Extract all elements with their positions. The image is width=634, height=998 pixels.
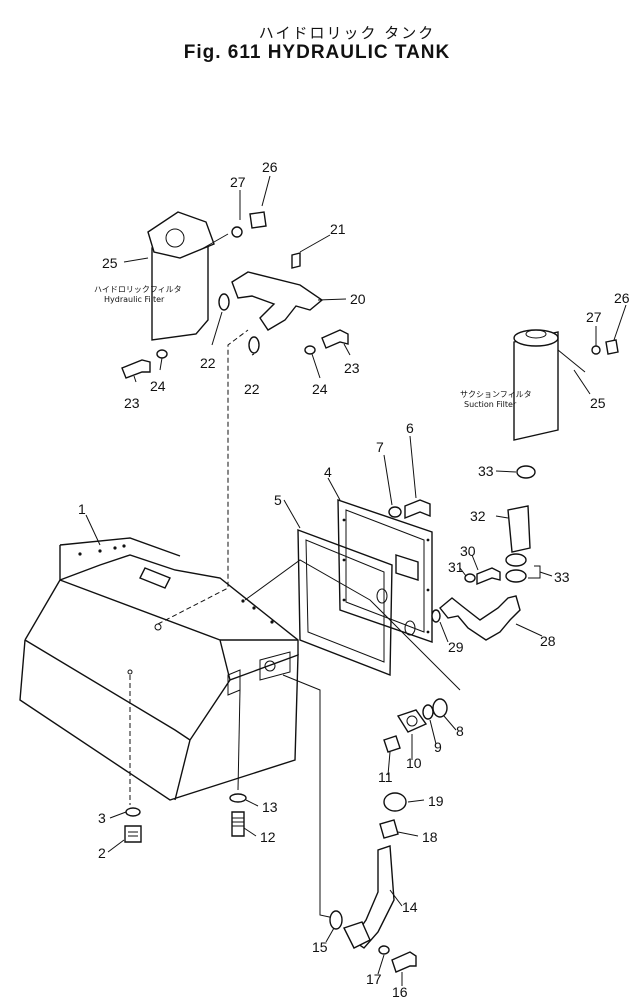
title-japanese: ハイドロリック タンク [258,24,436,42]
bolt-6 [404,499,431,520]
part-number-33a: 33 [478,463,494,479]
part-number-3: 3 [98,810,106,826]
part-number-4: 4 [324,464,332,480]
part-number-5: 5 [274,492,282,508]
part-number-27a: 27 [230,174,246,190]
part-number-16: 16 [392,984,408,998]
washer-27a [231,226,243,238]
suction-filter [513,331,559,441]
bolt-16 [391,951,417,973]
clamp-33-lower-a [505,553,527,567]
part-number-24b: 24 [312,381,328,397]
bolt-23b [321,329,349,349]
drain-plug-2 [124,825,142,843]
washer-24b [304,345,316,355]
bolt-12 [231,811,245,837]
figure-title: Fig. 611 HYDRAULIC TANK [183,42,451,63]
nut-11 [383,735,401,753]
part-number-33b: 33 [554,569,570,585]
part-number-9: 9 [434,739,442,755]
o-ring-22b [248,336,260,354]
part-number-26a: 26 [262,159,278,175]
nut-26b [605,339,619,355]
part-number-26b: 26 [614,290,630,306]
o-ring-15 [329,910,343,930]
part-number-14: 14 [402,899,418,915]
part-number-13: 13 [262,799,278,815]
suction-filter-label-en: Suction Filter [464,400,517,409]
washer-7 [388,506,402,518]
o-ring-22a [218,293,230,311]
hydraulic-filter-label-jp: ハイドロリックフィルタ [94,285,182,294]
suction-filter-label-jp: サクションフィルタ [460,390,532,399]
cap-19 [383,792,407,812]
part-number-15: 15 [312,939,328,955]
washer-17 [378,945,390,955]
o-ring-29 [431,609,441,623]
plug-8 [432,698,448,718]
part-number-18: 18 [422,829,438,845]
part-number-12: 12 [260,829,276,845]
part-number-11: 11 [378,769,393,785]
part-number-29: 29 [448,639,464,655]
part-number-31: 31 [448,559,464,575]
pipe-28 [439,595,521,641]
part-number-1: 1 [78,501,86,517]
clamp-33-upper [516,465,536,479]
part-number-8: 8 [456,723,464,739]
part-number-22a: 22 [200,355,216,371]
hose-32 [507,505,531,553]
filter-captions: ハイドロリックフィルタ Hydraulic Filter サクションフィルタ S… [94,285,532,409]
bolt-23a [121,359,151,379]
part-number-7: 7 [376,439,384,455]
part-number-24a: 24 [150,378,166,394]
part-number-23a: 23 [124,395,140,411]
part-number-27b: 27 [586,309,602,325]
nut-26a [249,211,267,229]
part-number-2: 2 [98,845,106,861]
part-number-20: 20 [350,291,366,307]
part-number-19: 19 [428,793,444,809]
part-number-32: 32 [470,508,486,524]
part-number-25a: 25 [102,255,118,271]
o-ring-3 [125,807,141,817]
part-number-17: 17 [366,971,382,987]
washer-24a [156,349,168,359]
o-ring-9 [422,704,434,720]
part-number-labels: 1 2 3 4 5 6 7 8 9 10 11 12 13 14 15 16 1… [78,159,630,998]
washer-27b [591,345,601,355]
leader-lines [85,175,627,986]
part-number-30: 30 [460,543,476,559]
gasket-5 [297,528,393,677]
clamp-33-lower-b [505,569,527,583]
hydraulic-filter-label-en: Hydraulic Filter [104,295,165,304]
part-number-10: 10 [406,755,422,771]
part-number-23b: 23 [344,360,360,376]
washer-31 [464,573,476,583]
flange-10 [396,709,428,733]
part-number-22b: 22 [244,381,260,397]
part-number-6: 6 [406,420,414,436]
bolt-30 [476,567,501,586]
washer-13 [229,793,247,803]
pipe-20 [231,271,324,331]
part-number-25b: 25 [590,395,606,411]
part-number-28: 28 [540,633,556,649]
pipe-14 [351,845,395,949]
part-number-21: 21 [330,221,346,237]
plug-21 [291,252,301,269]
elbow-18 [379,819,399,839]
hydraulic-tank [19,537,299,801]
cover-4 [337,499,433,643]
